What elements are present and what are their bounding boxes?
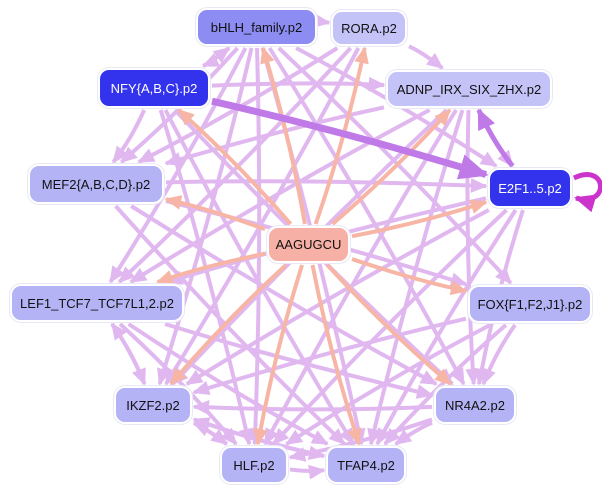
graph-node-FOX{F1,F2,J1}.p2[interactable]: FOX{F1,F2,J1}.p2 [467,284,593,324]
graph-edge [114,204,346,446]
graph-edge [185,208,490,386]
node-label: bHLH_family.p2 [210,19,303,35]
graph-edge [192,400,433,415]
graph-edge [156,251,266,285]
graph-edge [272,208,508,446]
node-label: MEF2{A,B,C,D}.p2 [41,176,151,192]
node-label: IKZF2.p2 [126,397,180,413]
graph-edge [177,108,293,226]
graph-edge [289,464,326,480]
graph-node-LEF1_TCF7_TCF7L1,2.p2[interactable]: LEF1_TCF7_TCF7L1,2.p2 [9,283,185,323]
graph-edge [130,204,438,386]
graph-edge [263,108,458,446]
graph-node-RORA.p2[interactable]: RORA.p2 [330,9,408,47]
graph-edge [192,421,228,446]
node-label: HLF.p2 [233,457,275,473]
graph-edge [481,323,517,386]
graph-edge [157,47,254,386]
graph-edge [211,97,489,180]
graph-node-HLF.p2[interactable]: HLF.p2 [219,445,289,485]
graph-edge [211,76,386,92]
graph-edge [165,178,488,193]
graph-edge [325,263,452,386]
node-label: RORA.p2 [341,20,397,36]
graph-node-NR4A2.p2[interactable]: NR4A2.p2 [433,385,517,425]
graph-edge [288,417,433,462]
graph-edge [110,322,147,385]
graph-edge [351,199,488,239]
graph-edge [285,323,492,446]
graph-edge [394,420,433,446]
node-label: FOX{F1,F2,J1}.p2 [477,296,583,312]
graph-node-E2F1..5.p2[interactable]: E2F1..5.p2 [487,167,573,209]
graph-node-IKZF2.p2[interactable]: IKZF2.p2 [113,385,193,425]
graph-edge [303,14,330,29]
graph-edge [108,47,248,284]
node-label: AAGUGCU [275,237,342,252]
node-label: NR4A2.p2 [445,397,505,413]
graph-edge [202,46,231,68]
graph-edge [310,264,362,446]
node-label: LEF1_TCF7_TCF7L1,2.p2 [20,295,174,311]
graph-edge [253,264,304,446]
graph-edge [129,108,431,284]
graph-node-TFAP4.p2[interactable]: TFAP4.p2 [325,445,407,485]
graph-edge [192,316,467,396]
node-label: TFAP4.p2 [337,457,395,473]
graph-edge [164,105,385,167]
graph-edge [169,263,288,386]
node-label: E2F1..5.p2 [498,180,562,196]
graph-edge [260,46,307,225]
graph-edge [351,257,468,296]
graph-edge [164,195,266,231]
graph-edge [164,47,361,386]
graph-edge [476,108,515,168]
graph-node-NFY{A,B,C}.p2[interactable]: NFY{A,B,C}.p2 [97,67,211,109]
graph-node-bHLH_family.p2[interactable]: bHLH_family.p2 [195,7,318,47]
graph-edge [111,109,147,164]
graph-edge [247,47,263,446]
node-label: ADNP_IRX_SIX_ZHX.p2 [396,81,542,97]
graph-edge [408,44,444,70]
graph-node-MEF2{A,B,C,D}.p2[interactable]: MEF2{A,B,C,D}.p2 [27,163,165,205]
graph-edge [331,108,452,226]
graph-node-ADNP_IRX_SIX_ZHX.p2[interactable]: ADNP_IRX_SIX_ZHX.p2 [385,69,553,109]
node-label: NFY{A,B,C}.p2 [110,80,198,96]
graph-edge [164,322,434,399]
graph-edge [267,46,466,386]
self-loop-edge [572,172,602,213]
center-node-AAGUGCU[interactable]: AAGUGCU [266,225,351,264]
